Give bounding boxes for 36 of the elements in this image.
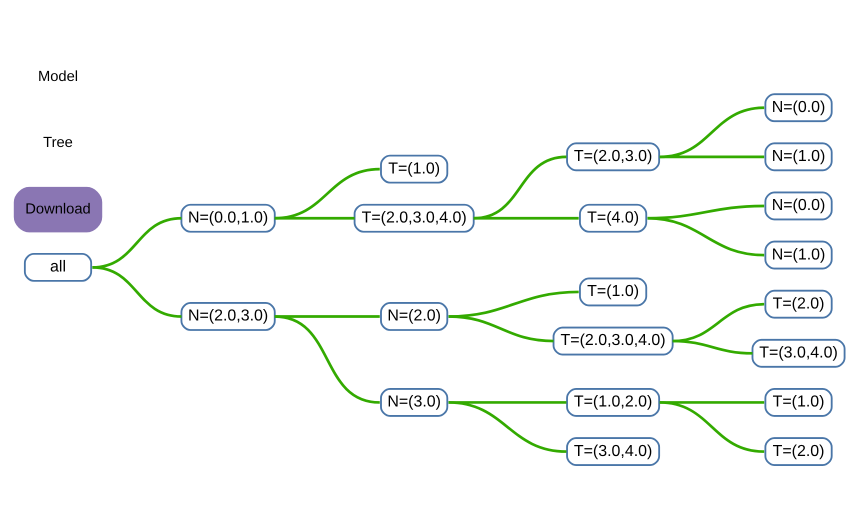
- connector: [92, 266, 182, 318]
- label: Model: [37, 68, 78, 84]
- node-box: N=(3.0): [380, 388, 448, 416]
- label: Tree: [42, 134, 72, 151]
- node-box: N=(1.0): [764, 142, 832, 171]
- node-box: N=(2.0,3.0): [180, 302, 276, 330]
- node-box: T=(2.0): [764, 289, 832, 318]
- node-box: N=(0.0,1.0): [180, 203, 276, 232]
- node-box: all: [23, 252, 92, 282]
- connector: [659, 106, 764, 158]
- connector: [448, 314, 554, 342]
- connector: [659, 155, 764, 158]
- node-box: T=(1.0): [380, 154, 448, 184]
- connector: [659, 400, 764, 452]
- node-box: T=(2.0,3.0): [566, 142, 660, 171]
- node-box: N=(2.0): [380, 302, 448, 330]
- connector: [274, 167, 380, 220]
- node-box: N=(1.0): [764, 240, 832, 270]
- node-box: T=(4.0): [578, 203, 647, 232]
- connector: [473, 216, 578, 220]
- connector: [448, 400, 566, 452]
- node-box: T=(2.0,3.0,4.0): [552, 326, 674, 355]
- label: Download: [24, 200, 90, 217]
- connector: [672, 339, 752, 354]
- node-box: N=(0.0): [764, 191, 832, 220]
- node-box: T=(3.0,4.0): [566, 436, 660, 466]
- connector: [274, 314, 380, 404]
- connector: [274, 216, 354, 220]
- node-box: T=(3.0,4.0): [751, 338, 845, 368]
- node-box: T=(2.0): [764, 436, 832, 466]
- node-box: N=(0.0): [764, 92, 832, 122]
- node-box: T=(1.0): [764, 388, 832, 416]
- node-box: T=(1.0): [578, 277, 647, 306]
- node-box: T=(2.0,3.0,4.0): [353, 203, 474, 232]
- node-box: T=(1.0,2.0): [566, 388, 660, 416]
- connector: [646, 216, 764, 256]
